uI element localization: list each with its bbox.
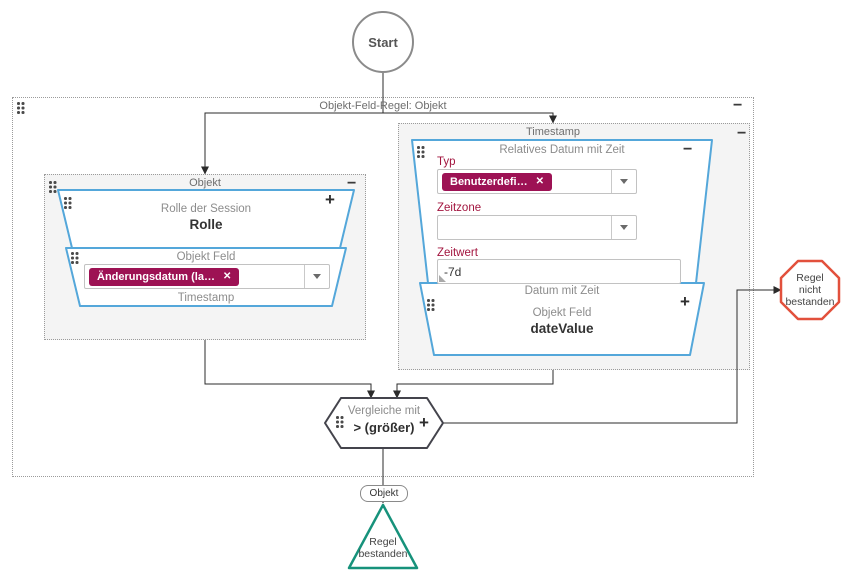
- collapse-relative-date-node-button[interactable]: −: [683, 141, 693, 158]
- token-label: Änderungsdatum (la…: [97, 270, 215, 283]
- zeitwert-field: [437, 259, 681, 284]
- start-node-label: Start: [368, 35, 398, 50]
- zeitwert-input[interactable]: [438, 260, 680, 283]
- dropdown-button[interactable]: [611, 170, 636, 193]
- drag-handle-icon[interactable]: [17, 102, 25, 114]
- role-node-label: Rolle der Session: [160, 203, 252, 215]
- dropdown-arrow-icon: [313, 274, 321, 279]
- dropdown-arrow-icon: [620, 225, 628, 230]
- selected-token-chip[interactable]: Benutzerdefi… ✕: [442, 172, 553, 191]
- add-condition-button[interactable]: +: [419, 413, 429, 432]
- pass-node-text-line1: Regel: [369, 536, 397, 548]
- zeitwert-field-label: Zeitwert: [437, 247, 478, 259]
- add-condition-button[interactable]: +: [680, 292, 690, 311]
- relative-date-node-title: Relatives Datum mit Zeit: [499, 144, 625, 156]
- fail-node-text-line1: Regel: [796, 272, 824, 284]
- dropdown-button[interactable]: [611, 216, 636, 239]
- add-condition-button[interactable]: +: [325, 190, 335, 209]
- collapse-timestamp-group-button[interactable]: −: [737, 125, 747, 142]
- object-field-node-label: Objekt Feld: [176, 251, 236, 263]
- drag-handle-icon[interactable]: [427, 299, 435, 311]
- typ-combobox[interactable]: Benutzerdefi… ✕: [437, 169, 637, 194]
- collapse-objekt-group-button[interactable]: −: [347, 175, 357, 192]
- resize-handle-icon[interactable]: [439, 275, 446, 282]
- dropdown-button[interactable]: [304, 265, 329, 288]
- objekt-feld-combobox[interactable]: Änderungsdatum (la… ✕: [84, 264, 330, 289]
- fail-node-text-line2: nicht: [798, 284, 822, 296]
- date-node-title: Datum mit Zeit: [524, 285, 600, 297]
- token-label: Benutzerdefi…: [450, 175, 528, 188]
- compare-node-label: Vergleiche mit: [347, 405, 421, 417]
- remove-token-icon[interactable]: ✕: [222, 271, 232, 282]
- zeitzone-field-label: Zeitzone: [437, 202, 482, 214]
- objekt-group-title: Objekt: [189, 177, 221, 189]
- compare-node-operator: > (größer): [353, 420, 415, 435]
- drag-handle-icon[interactable]: [417, 146, 425, 158]
- remove-token-icon[interactable]: ✕: [535, 176, 545, 187]
- collapse-outer-group-button[interactable]: −: [733, 97, 743, 114]
- role-node-value: Rolle: [189, 217, 223, 232]
- drag-handle-icon[interactable]: [64, 197, 72, 209]
- pass-node-text-line2: bestanden: [358, 548, 408, 560]
- date-node-label: Objekt Feld: [532, 307, 592, 319]
- drag-handle-icon[interactable]: [49, 181, 57, 193]
- timestamp-group-title: Timestamp: [526, 126, 580, 138]
- typ-field-label: Typ: [437, 156, 456, 168]
- drag-handle-icon[interactable]: [71, 252, 79, 264]
- fail-node-text-line3: bestanden: [785, 296, 835, 308]
- dropdown-arrow-icon: [620, 179, 628, 184]
- date-node-value: dateValue: [530, 321, 594, 336]
- zeitzone-combobox[interactable]: [437, 215, 637, 240]
- outer-group-title: Objekt-Feld-Regel: Objekt: [319, 100, 447, 112]
- object-field-node-footer: Timestamp: [177, 292, 235, 304]
- selected-token-chip[interactable]: Änderungsdatum (la… ✕: [89, 267, 240, 286]
- edge-label-objekt[interactable]: Objekt: [360, 485, 408, 502]
